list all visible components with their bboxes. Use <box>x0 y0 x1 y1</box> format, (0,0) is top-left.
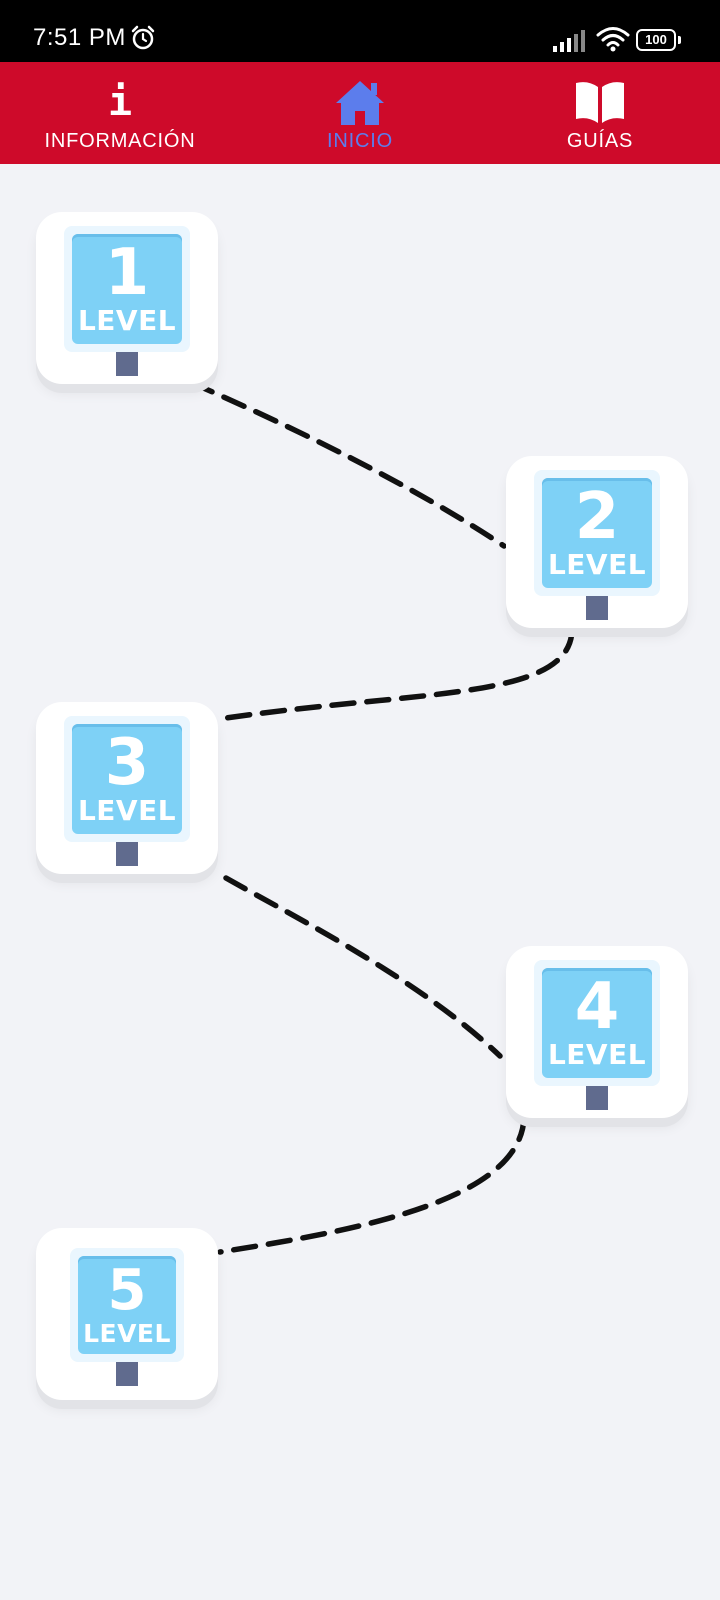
level-word: LEVEL <box>83 1319 171 1348</box>
status-bar: 7:51 PM 100 <box>0 0 720 62</box>
wifi-icon <box>596 27 630 52</box>
level-sign-icon: 1 LEVEL <box>64 226 190 378</box>
nav-label-guias: GUÍAS <box>566 130 634 152</box>
level-1-button[interactable]: 1 LEVEL <box>36 212 218 384</box>
battery-level: 100 <box>636 29 676 51</box>
level-sign-icon: 2 LEVEL <box>534 470 660 622</box>
level-number: 2 <box>574 480 620 554</box>
level-4-button[interactable]: 4 LEVEL <box>506 946 688 1118</box>
level-sign-icon: 4 LEVEL <box>534 960 660 1112</box>
level-word: LEVEL <box>547 548 647 581</box>
alarm-icon <box>131 25 155 50</box>
level-3-button[interactable]: 3 LEVEL <box>36 702 218 874</box>
level-number: 3 <box>104 726 150 800</box>
nav-item-guias[interactable]: GUÍAS <box>500 62 700 164</box>
nav-item-inicio[interactable]: INICIO <box>260 62 460 164</box>
level-sign-icon: 5 LEVEL <box>70 1248 184 1388</box>
level-2-button[interactable]: 2 LEVEL <box>506 456 688 628</box>
level-word: LEVEL <box>77 304 177 337</box>
home-icon <box>334 76 386 128</box>
nav-label-inicio: INICIO <box>327 130 393 152</box>
status-time: 7:51 PM <box>33 24 126 51</box>
top-nav-bar: i INFORMACIÓN INICIO GUÍAS <box>0 62 720 164</box>
nav-label-informacion: INFORMACIÓN <box>44 130 196 152</box>
level-number: 4 <box>574 970 620 1044</box>
level-sign-icon: 3 LEVEL <box>64 716 190 868</box>
signal-icon <box>553 30 585 52</box>
level-number: 1 <box>104 236 150 310</box>
level-5-button[interactable]: 5 LEVEL <box>36 1228 218 1400</box>
battery-icon: 100 <box>636 29 681 51</box>
level-word: LEVEL <box>547 1038 647 1071</box>
info-icon: i <box>107 79 133 125</box>
level-word: LEVEL <box>77 794 177 827</box>
level-number: 5 <box>107 1258 147 1323</box>
open-book-icon <box>574 76 626 128</box>
nav-item-informacion[interactable]: i INFORMACIÓN <box>20 62 220 164</box>
